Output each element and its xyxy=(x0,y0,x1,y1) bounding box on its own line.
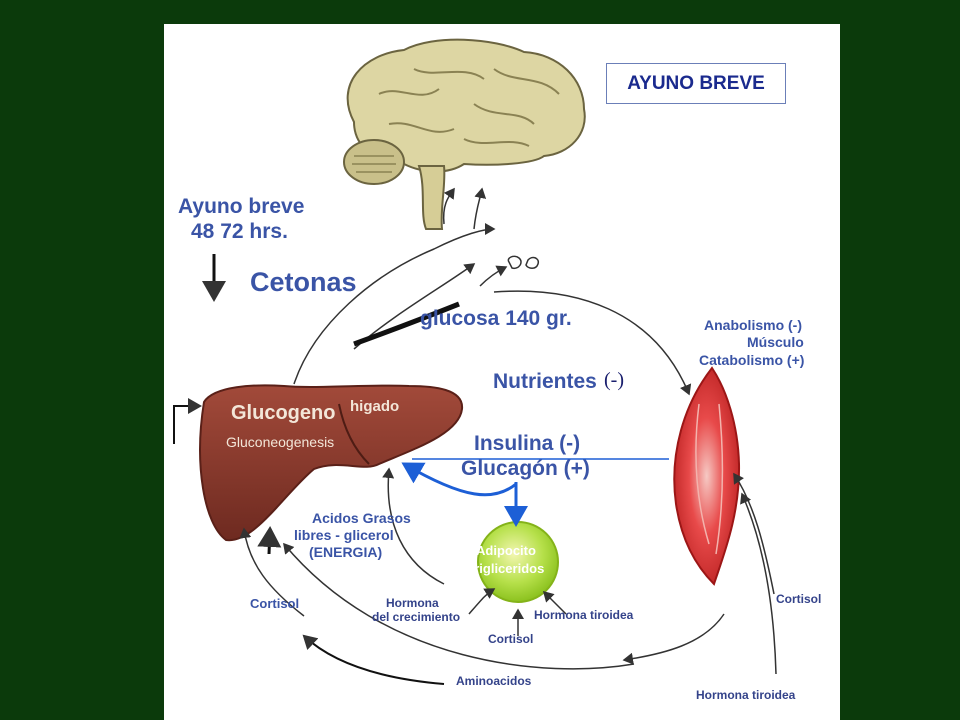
cells-icon xyxy=(507,255,540,270)
diagram-panel: AYUNO BREVE Ayuno breve 48 72 hrs. Ceton… xyxy=(164,24,840,720)
higado-label: higado xyxy=(350,398,400,415)
trigliceridos-label: Trigliceridos xyxy=(467,561,545,576)
ayuno-line2: 48 72 hrs. xyxy=(191,220,288,243)
hormona-crecimiento-line2: del crecimiento xyxy=(372,610,461,624)
liver-icon xyxy=(199,384,464,542)
brain-icon xyxy=(343,38,586,230)
cortisol-right: Cortisol xyxy=(776,592,822,606)
cortisol-left: Cortisol xyxy=(250,596,300,611)
glucosa-label: glucosa 140 gr. xyxy=(420,307,572,330)
muscle-icon xyxy=(673,366,741,586)
adipocito-label: Adipocito xyxy=(476,543,536,558)
glucagon-label: Glucagón (+) xyxy=(461,457,590,480)
page-title: AYUNO BREVE xyxy=(606,63,786,104)
anabolismo-label: Anabolismo (-) xyxy=(704,317,802,333)
musculo-label: Músculo xyxy=(747,334,804,350)
hormona-crecimiento-line1: Hormona xyxy=(386,596,439,610)
nutrientes-label: Nutrientes xyxy=(493,370,597,393)
gluconeogenesis-label: Gluconeogenesis xyxy=(226,434,335,450)
glucogeno-label: Glucogeno xyxy=(231,402,336,424)
acidos-line3: (ENERGIA) xyxy=(309,544,383,560)
aminoacidos-label: Aminoacidos xyxy=(456,674,532,688)
nutrientes-mark: (-) xyxy=(604,369,624,391)
hormona-tiroidea-bottom: Hormona tiroidea xyxy=(696,688,796,702)
diagram-graphics xyxy=(173,38,777,685)
acidos-line2: libres - glicerol xyxy=(294,527,394,543)
cetonas-label: Cetonas xyxy=(250,267,357,297)
insulina-label: Insulina (-) xyxy=(474,432,581,455)
cortisol-center: Cortisol xyxy=(488,632,534,646)
acidos-line1: Acidos Grasos xyxy=(312,510,411,526)
hormona-tiroidea-center: Hormona tiroidea xyxy=(534,608,634,622)
catabolismo-label: Catabolismo (+) xyxy=(699,352,805,368)
ayuno-line1: Ayuno breve xyxy=(178,195,305,218)
